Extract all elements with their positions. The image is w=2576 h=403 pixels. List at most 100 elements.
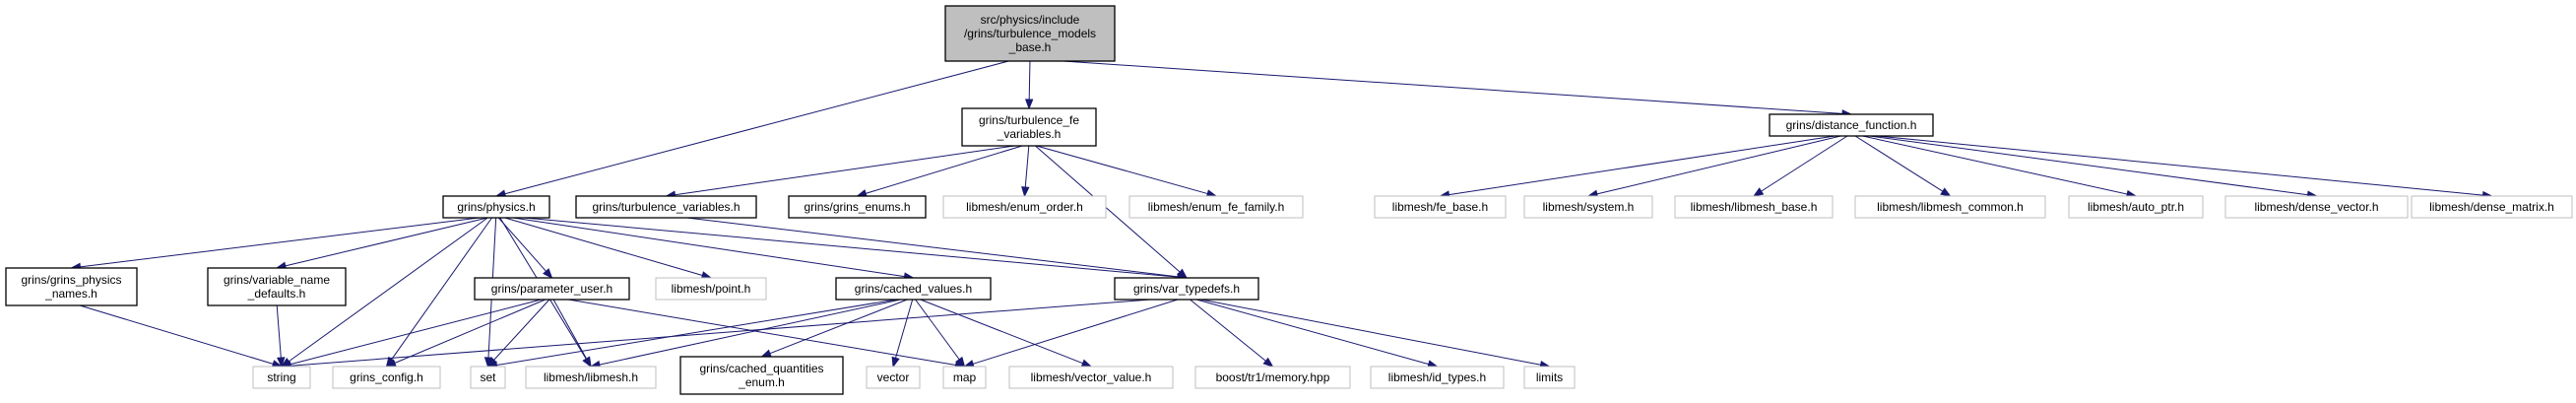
node-label-grins-enums-0: grins/grins_enums.h <box>804 200 910 214</box>
node-grins-enums[interactable]: grins/grins_enums.h <box>788 195 927 219</box>
node-box-memory <box>1194 366 1351 389</box>
edge-var_typedefs-to-memory <box>1190 299 1266 362</box>
edge-distance_function-to-dense_matrix <box>1876 135 2483 196</box>
node-box-fe-base <box>1374 195 1507 219</box>
node-grins-config: grins_config.h <box>332 366 441 389</box>
node-label-grins-physics-names-1: _names.h <box>44 287 97 301</box>
node-label-variable-name-defaults-0: grins/variable_name <box>224 273 330 287</box>
node-box-grins-enums <box>788 195 927 219</box>
node-box-vector <box>866 366 921 389</box>
node-label-var-typedefs-0: grins/var_typedefs.h <box>1133 282 1240 296</box>
node-box-var-typedefs <box>1114 277 1259 301</box>
node-layer: src/physics/include/grins/turbulence_mod… <box>5 5 2573 395</box>
node-dense-vector: libmesh/dense_vector.h <box>2224 195 2409 219</box>
node-physics[interactable]: grins/physics.h <box>442 195 550 219</box>
node-box-libmesh-common <box>1854 195 2046 219</box>
arrowhead-cached_values-to-vector <box>891 356 900 369</box>
node-root[interactable]: src/physics/include/grins/turbulence_mod… <box>944 5 1116 62</box>
node-label-libmesh-0: libmesh/libmesh.h <box>544 370 638 384</box>
node-enum-order: libmesh/enum_order.h <box>942 195 1107 219</box>
edge-turbulence_fe_variables-to-turbulence_variables <box>675 145 1015 196</box>
node-box-string <box>252 366 311 389</box>
node-box-auto-ptr <box>2068 195 2204 219</box>
node-set: set <box>470 366 506 389</box>
node-box-point <box>655 277 767 301</box>
node-box-libmesh-base <box>1674 195 1834 219</box>
node-box-limits <box>1523 366 1576 389</box>
node-box-map <box>942 366 987 389</box>
node-box-enum-order <box>942 195 1107 219</box>
node-label-cached-quantities-enum-1: _enum.h <box>738 375 785 389</box>
node-box-dense-matrix <box>2411 195 2573 219</box>
node-box-libmesh <box>525 366 657 389</box>
node-box-turbulence-fe-variables <box>961 107 1097 147</box>
edge-distance_function-to-auto_ptr <box>1862 135 2128 195</box>
node-box-root <box>944 5 1116 62</box>
edge-root-to-turbulence_fe_variables <box>1028 60 1031 101</box>
node-vector: vector <box>866 366 921 389</box>
edge-cached_values-to-vector <box>895 299 914 359</box>
arrowhead-root-to-turbulence_fe_variables <box>1024 99 1034 110</box>
node-box-cached-values <box>835 277 992 301</box>
node-variable-name-defaults[interactable]: grins/variable_name_defaults.h <box>207 267 347 306</box>
node-label-enum-order-0: libmesh/enum_order.h <box>966 200 1083 214</box>
node-libmesh-common: libmesh/libmesh_common.h <box>1854 195 2046 219</box>
node-label-parameter-user-0: grins/parameter_user.h <box>491 282 612 296</box>
arrowhead-cached_values-to-vector_value <box>1080 359 1093 368</box>
arrowhead-physics-to-parameter_user <box>543 268 553 280</box>
edge-turbulence_fe_variables-to-var_typedefs <box>1035 145 1181 273</box>
node-libmesh: libmesh/libmesh.h <box>525 366 657 389</box>
edge-physics-to-grins_physics_names <box>80 217 480 268</box>
arrowhead-distance_function-to-libmesh_common <box>1940 187 1952 197</box>
node-label-cached-values-0: grins/cached_values.h <box>855 282 972 296</box>
node-box-id-types <box>1370 366 1505 389</box>
node-label-physics-0: grins/physics.h <box>457 200 535 214</box>
arrowhead-turbulence_fe_variables-to-enum_order <box>1021 186 1030 198</box>
node-box-grins-config <box>332 366 441 389</box>
node-turbulence-variables[interactable]: grins/turbulence_variables.h <box>575 195 757 219</box>
node-dense-matrix: libmesh/dense_matrix.h <box>2411 195 2573 219</box>
node-turbulence-fe-variables[interactable]: grins/turbulence_fe_variables.h <box>961 107 1097 147</box>
node-cached-quantities-enum[interactable]: grins/cached_quantities_enum.h <box>679 356 844 395</box>
node-label-variable-name-defaults-1: _defaults.h <box>247 287 306 301</box>
arrowhead-var_typedefs-to-memory <box>1262 357 1274 368</box>
arrowhead-distance_function-to-libmesh_base <box>1752 187 1765 197</box>
edge-var_typedefs-to-limits <box>1200 299 1541 366</box>
edge-var_typedefs-to-string <box>290 299 1151 367</box>
node-label-libmesh-common-0: libmesh/libmesh_common.h <box>1877 200 2024 214</box>
node-point: libmesh/point.h <box>655 277 767 301</box>
node-label-point-0: libmesh/point.h <box>672 282 751 296</box>
node-memory: boost/tr1/memory.hpp <box>1194 366 1351 389</box>
node-label-libmesh-base-0: libmesh/libmesh_base.h <box>1691 200 1818 214</box>
edge-distance_function-to-libmesh_base <box>1761 135 1848 192</box>
node-libmesh-base: libmesh/libmesh_base.h <box>1674 195 1834 219</box>
node-box-set <box>470 366 506 389</box>
node-label-id-types-0: libmesh/id_types.h <box>1388 370 1486 384</box>
node-distance-function[interactable]: grins/distance_function.h <box>1769 113 1934 137</box>
edge-parameter_user-to-string <box>290 299 542 366</box>
node-cached-values[interactable]: grins/cached_values.h <box>835 277 992 301</box>
edge-var_typedefs-to-map <box>972 299 1179 365</box>
node-map: map <box>942 366 987 389</box>
node-box-dense-vector <box>2224 195 2409 219</box>
edge-root-to-physics <box>504 60 1009 195</box>
edge-parameter_user-to-set <box>493 299 550 361</box>
node-grins-physics-names[interactable]: grins/grins_physics_names.h <box>5 267 138 306</box>
node-box-distance-function <box>1769 113 1934 137</box>
edge-turbulence_fe_variables-to-enum_fe_family <box>1036 145 1208 195</box>
edge-physics-to-variable_name_defaults <box>285 217 488 267</box>
node-parameter-user[interactable]: grins/parameter_user.h <box>474 277 630 301</box>
edge-distance_function-to-libmesh_common <box>1854 135 1944 192</box>
node-label-root-1: /grins/turbulence_models <box>964 27 1096 40</box>
edge-distance_function-to-dense_vector <box>1869 135 2308 196</box>
node-label-system-0: libmesh/system.h <box>1543 200 1635 214</box>
edge-parameter_user-to-libmesh <box>552 299 588 360</box>
node-label-limits-0: limits <box>1536 370 1563 384</box>
edge-turbulence_variables-to-var_typedefs <box>686 217 1179 278</box>
node-label-dense-matrix-0: libmesh/dense_matrix.h <box>2429 200 2554 214</box>
edge-physics-to-parameter_user <box>497 217 547 272</box>
node-label-string-0: string <box>267 370 295 384</box>
node-label-set-0: set <box>480 370 496 384</box>
node-var-typedefs[interactable]: grins/var_typedefs.h <box>1114 277 1259 301</box>
